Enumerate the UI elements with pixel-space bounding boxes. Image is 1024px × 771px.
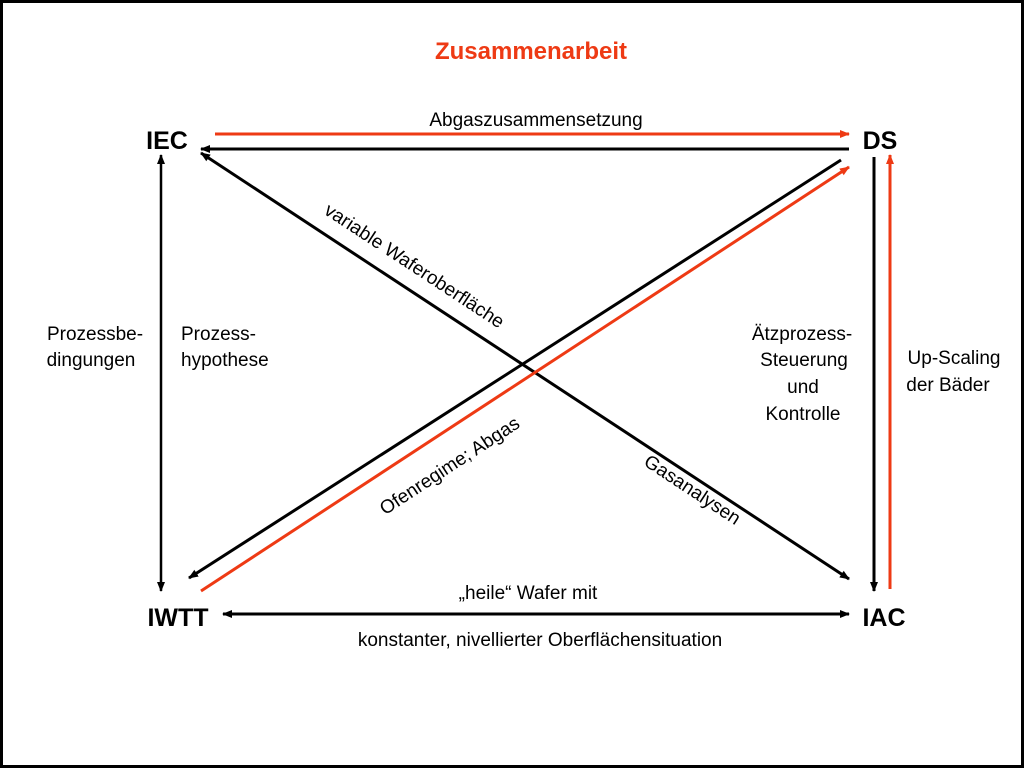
node-ds: DS	[863, 127, 898, 155]
label-prozessbedingungen-line1: Prozessbe-	[47, 324, 143, 345]
label-aetzprozess-line1: Ätzprozess-	[752, 324, 852, 345]
arrow-iwtt-to-ds-red	[200, 165, 850, 593]
arrow-iec-iac	[200, 151, 850, 581]
label-aetzprozess-line3: und	[787, 377, 819, 398]
label-variable-waferoberflaeche: variable Waferoberfläche	[320, 200, 507, 333]
node-iac: IAC	[862, 604, 905, 632]
collaboration-diagram: Zusammenarbeit IEC DS IWTT IAC Abgaszusa…	[47, 38, 1001, 651]
label-aetzprozess-line2: Steuerung	[760, 350, 848, 371]
label-oberflaechensituation: konstanter, nivellierter Oberflächensitu…	[358, 630, 722, 651]
label-prozesshypothese-line2: hypothese	[181, 350, 269, 371]
label-gasanalysen: Gasanalysen	[640, 451, 744, 529]
label-upscaling-line2: der Bäder	[906, 375, 990, 396]
label-aetzprozess-line4: Kontrolle	[766, 404, 841, 425]
label-upscaling-line1: Up-Scaling	[908, 348, 1001, 369]
arrow-ds-to-iwtt	[188, 158, 842, 580]
label-prozesshypothese-line1: Prozess-	[181, 324, 256, 345]
label-abgaszusammensetzung: Abgaszusammensetzung	[429, 110, 642, 131]
label-prozessbedingungen-line2: dingungen	[47, 350, 136, 371]
node-iwtt: IWTT	[147, 604, 208, 632]
node-iec: IEC	[146, 127, 188, 155]
diagram-title: Zusammenarbeit	[435, 38, 627, 65]
label-heile-wafer: „heile“ Wafer mit	[459, 583, 598, 604]
